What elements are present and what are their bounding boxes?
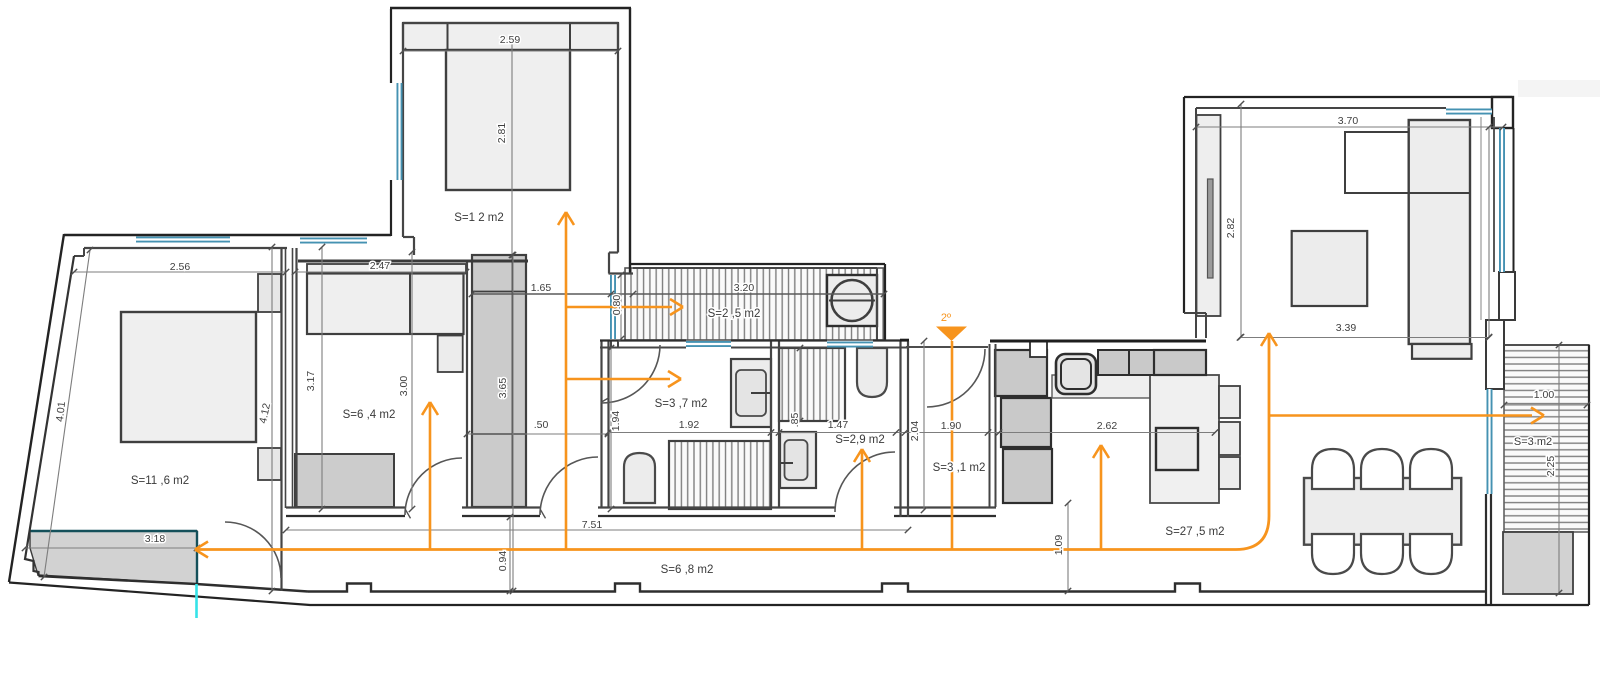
- svg-text:2.81: 2.81: [496, 123, 508, 144]
- svg-text:S=3 m2: S=3 m2: [1514, 436, 1552, 448]
- svg-text:1.90: 1.90: [941, 420, 962, 432]
- svg-text:2.25: 2.25: [1545, 456, 1557, 477]
- svg-text:1.65: 1.65: [531, 282, 552, 294]
- svg-text:3.00: 3.00: [398, 376, 410, 397]
- svg-text:4.01: 4.01: [54, 401, 68, 423]
- svg-text:1.09: 1.09: [1053, 535, 1065, 556]
- svg-text:S=27 ,5 m2: S=27 ,5 m2: [1165, 526, 1224, 538]
- svg-text:.50: .50: [534, 419, 549, 431]
- svg-text:.85: .85: [789, 413, 801, 428]
- svg-text:4.12: 4.12: [257, 402, 273, 425]
- svg-text:1.92: 1.92: [679, 419, 700, 431]
- svg-text:0.94: 0.94: [497, 551, 509, 572]
- svg-text:S=11 ,6 m2: S=11 ,6 m2: [131, 475, 189, 487]
- svg-text:3.39: 3.39: [1336, 322, 1357, 334]
- svg-text:S=2,9 m2: S=2,9 m2: [835, 434, 885, 446]
- svg-text:S=6 ,4 m2: S=6 ,4 m2: [343, 409, 396, 421]
- svg-text:3.65: 3.65: [497, 378, 509, 399]
- svg-text:3.18: 3.18: [145, 533, 166, 545]
- svg-text:2.59: 2.59: [500, 34, 521, 46]
- svg-text:S=2 ,5 m2: S=2 ,5 m2: [708, 308, 761, 320]
- svg-text:0.80: 0.80: [611, 295, 623, 316]
- svg-text:1.94: 1.94: [610, 411, 622, 432]
- svg-text:2.04: 2.04: [909, 421, 921, 442]
- svg-text:2.56: 2.56: [170, 261, 191, 273]
- svg-text:2.62: 2.62: [1097, 420, 1118, 432]
- svg-text:S=1 2 m2: S=1 2 m2: [454, 212, 504, 224]
- svg-text:S=3 ,1 m2: S=3 ,1 m2: [933, 462, 986, 474]
- svg-text:1.00: 1.00: [1534, 389, 1555, 401]
- svg-text:2.82: 2.82: [1225, 218, 1237, 239]
- svg-text:1.47: 1.47: [828, 419, 849, 431]
- svg-text:S=6 ,8 m2: S=6 ,8 m2: [661, 564, 714, 576]
- svg-text:S=3 ,7 m2: S=3 ,7 m2: [655, 398, 708, 410]
- svg-text:2º: 2º: [941, 312, 951, 324]
- svg-text:3.17: 3.17: [305, 371, 317, 392]
- svg-text:2.47: 2.47: [370, 260, 391, 272]
- svg-text:3.70: 3.70: [1338, 115, 1359, 127]
- svg-text:3.20: 3.20: [734, 282, 755, 294]
- svg-text:7.51: 7.51: [582, 519, 603, 531]
